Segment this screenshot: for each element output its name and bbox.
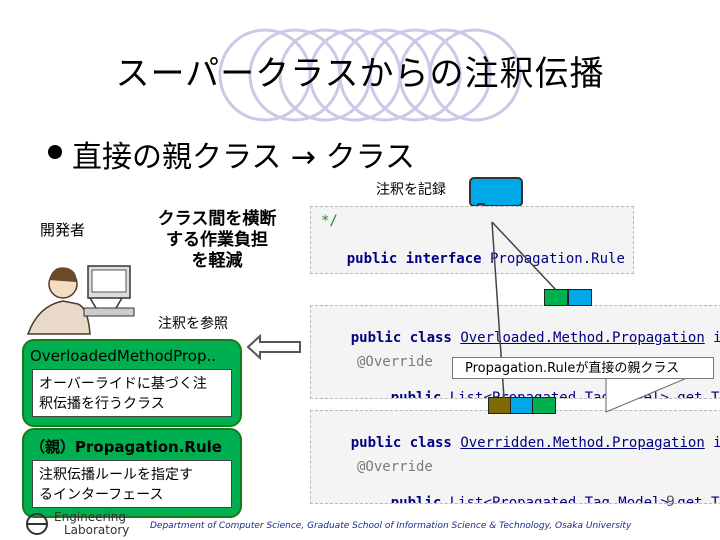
bullet-marker [48,145,62,159]
overloaded-method-box: OverloadedMethodProp.. オーバーライドに基づく注 釈伝播を… [22,339,242,427]
code-override-annotation: @Override [357,354,433,370]
code-keyword: public [390,495,442,504]
record-label: 注釈を記録 [376,182,446,198]
decorative-rings [218,28,522,122]
code-comment-end: */ [321,213,338,229]
propagation-rule-title: （親）Propagation.Rule [30,438,222,456]
blue-tag-icon [568,289,592,306]
reference-label: 注釈を参照 [158,316,228,332]
footer-text: Department of Computer Science, Graduate… [150,521,632,531]
code-method-signature: List<Propagated.Tag.Model> get.Tag [441,390,720,399]
code-method-signature: List<Propagated.Tag.Model> get.Tag [441,495,720,504]
code-implements: im [705,435,720,451]
overloaded-method-desc: オーバーライドに基づく注 釈伝播を行うクラス [32,369,232,417]
burden-reduction-text: クラス間を横断 する作業負担 を軽減 [157,209,277,271]
code-keyword: public class [350,435,452,451]
callout-text: Propagation.Ruleが直接の親クラス [452,357,714,379]
overloaded-method-title: OverloadedMethodProp.. [30,347,216,365]
left-arrow-icon [246,334,301,360]
green-tag-icon [532,397,556,414]
page-number: 9 [666,494,675,510]
code-class-name: Overridden.Method.Propagation [460,435,705,451]
logo-line2: Laboratory [64,523,130,537]
lab-logo-icon [26,513,48,535]
code-keyword: public class [350,330,452,346]
code-block-overridden: public class Overridden.Method.Propagati… [310,410,720,504]
code-class-name: Overloaded.Method.Propagation [460,330,705,346]
code-keyword: public interface [346,251,482,267]
code-implements: im [705,330,720,346]
code-keyword: public [390,390,442,399]
propagation-rule-box: （親）Propagation.Rule 注釈伝播ルールを指定す るインターフェー… [22,428,242,518]
code-override-annotation: @Override [357,459,433,475]
bullet-text: 直接の親クラス → クラス [72,140,416,175]
slide-title: スーパークラスからの注釈伝播 [115,54,605,94]
developer-label: 開発者 [40,221,86,239]
developer-clipart-icon [26,265,135,335]
logo-line1: Engineering [54,510,126,524]
propagation-rule-desc: 注釈伝播ルールを指定す るインターフェース [32,460,232,508]
